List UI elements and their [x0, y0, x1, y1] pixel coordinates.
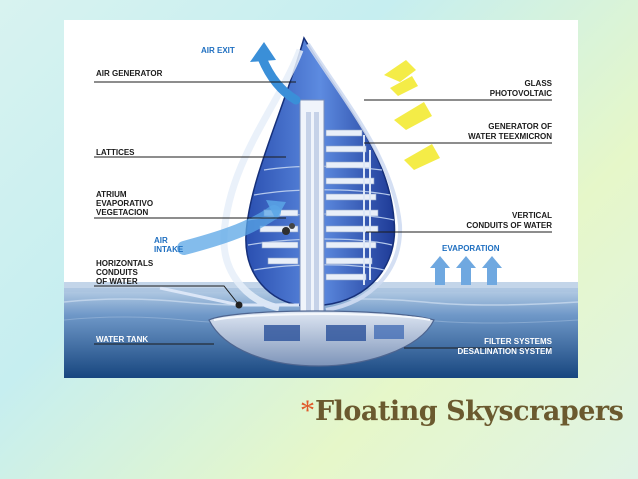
label-filter-line1: FILTER SYSTEMS: [484, 337, 553, 346]
label-atrium-line2: EVAPORATIVO: [96, 199, 153, 208]
leader-horizontal: [94, 285, 240, 306]
tower: [220, 36, 403, 331]
label-horizontal-line2: CONDUITS: [96, 268, 138, 277]
label-filter-line2: DESALINATION SYSTEM: [457, 347, 552, 356]
evaporation-arrow: [430, 256, 450, 285]
slide-title: *Floating Skyscrapers: [300, 394, 624, 440]
tank-compartment: [264, 325, 300, 341]
label-generator-line1: GENERATOR OF: [488, 122, 552, 131]
sun-ray-arrow: [390, 76, 418, 96]
title-bullet: *: [300, 394, 315, 427]
sun-ray-arrow: [404, 144, 440, 170]
label-vertical-line2: CONDUITS OF WATER: [466, 221, 552, 230]
atrium-plant: [282, 227, 290, 235]
evaporation-arrow: [482, 256, 502, 285]
label-air-intake-line1: AIR: [154, 236, 168, 245]
label-air-generator: AIR GENERATOR: [96, 69, 163, 78]
label-air-exit: AIR EXIT: [201, 46, 235, 55]
tower-right-rim: [306, 42, 403, 312]
tower-outer-shell: [220, 48, 304, 312]
central-core: [299, 99, 325, 331]
label-generator-line2: WATER TEEXMICRON: [468, 132, 552, 141]
title-text: Floating Skyscrapers: [315, 396, 624, 427]
label-air-intake-line2: INTAKE: [154, 245, 184, 254]
sun-ray-arrow: [394, 102, 432, 130]
tank-compartment: [326, 325, 366, 341]
water-tank-hull: [208, 310, 435, 367]
label-evaporation: EVAPORATION: [442, 244, 500, 253]
tank-compartment: [374, 325, 404, 339]
label-horizontal-line1: HORIZONTALS: [96, 259, 154, 268]
label-glass-line1: GLASS: [524, 79, 552, 88]
hull-deck: [213, 313, 431, 321]
evaporation-arrows: [430, 256, 502, 285]
floating-skyscraper-diagram: AIR EXIT AIR GENERATOR GLASS PHOTOVOLTAI…: [64, 20, 578, 378]
sun-ray-arrow: [384, 60, 416, 82]
sun-rays: [384, 60, 440, 170]
atrium-plant: [289, 223, 295, 229]
label-water-tank: WATER TANK: [96, 335, 148, 344]
label-vertical-line1: VERTICAL: [512, 211, 552, 220]
evaporation-arrow: [456, 256, 476, 285]
label-atrium-line3: VEGETACION: [96, 208, 149, 217]
floor-stack: [259, 129, 379, 281]
label-glass-line2: PHOTOVOLTAIC: [490, 89, 552, 98]
air-intake-arrow: [177, 205, 281, 255]
air-intake-arrowhead: [266, 200, 286, 220]
core-tube: [306, 112, 311, 328]
hull-body: [208, 310, 435, 367]
air-exit-arrowhead: [250, 42, 276, 62]
leader-lines: [94, 81, 552, 349]
core-tube: [314, 112, 319, 328]
label-lattices: LATTICES: [96, 148, 135, 157]
label-horizontal-line3: OF WATER: [96, 277, 138, 286]
label-atrium-line1: ATRIUM: [96, 190, 127, 199]
